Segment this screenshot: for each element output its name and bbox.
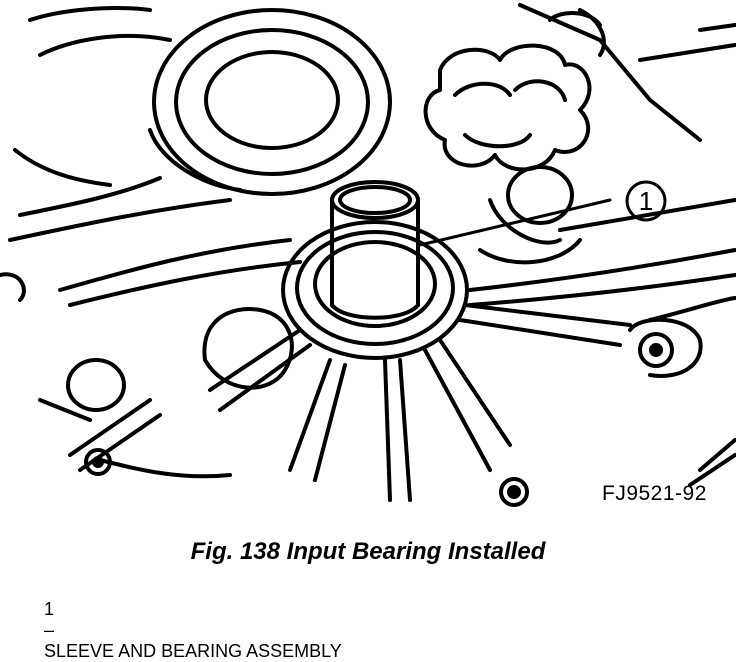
- lower-left-bore: [66, 307, 294, 412]
- legend: 1 – SLEEVE AND BEARING ASSEMBLY: [34, 578, 342, 662]
- callout-number: 1: [638, 186, 654, 216]
- legend-item-number: 1: [44, 599, 55, 619]
- upper-bore: [148, 8, 392, 196]
- legend-item-text: SLEEVE AND BEARING ASSEMBLY: [44, 641, 342, 661]
- transmission-case-illustration: [0, 3, 736, 507]
- callout-leader-line: [418, 198, 612, 247]
- radial-webs: [68, 303, 632, 502]
- figure-code: FJ9521-92: [602, 482, 707, 505]
- case-housing-lines: [0, 3, 736, 487]
- figure-caption: Fig. 138 Input Bearing Installed: [190, 538, 546, 565]
- sleeve-and-bearing-assembly: [281, 180, 469, 360]
- upper-right-casting: [423, 8, 606, 172]
- bolt-holes: [84, 317, 703, 507]
- right-bore: [478, 165, 582, 265]
- legend-item-separator: –: [44, 620, 55, 640]
- callout-circle: [625, 180, 667, 222]
